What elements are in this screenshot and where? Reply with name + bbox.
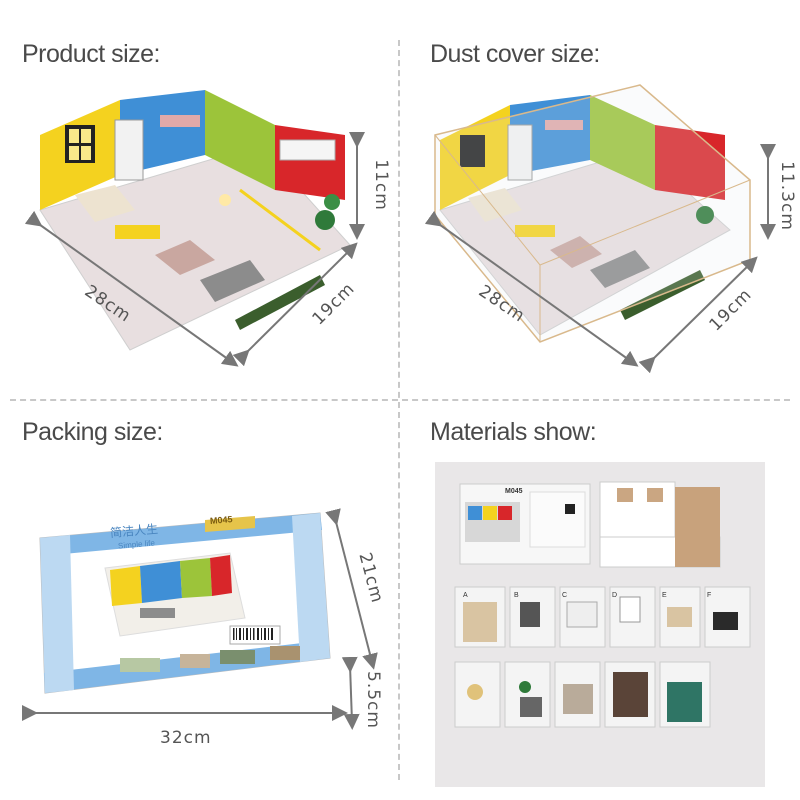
bag-label-c: C [562,592,568,599]
packing-box-image [30,508,340,698]
product-size-title: Product size: [22,40,161,68]
materials-show-title: Materials show: [430,418,597,446]
packing-length-label: 32cm [160,728,212,748]
dust-cover-size-title: Dust cover size: [430,40,600,68]
bag-label-d: D [612,592,618,599]
bag-label-a: A [463,592,468,599]
product-dimension-arrows [24,132,365,367]
dust-cover-height-label: 11.3cm [776,161,797,231]
vertical-divider [398,40,400,780]
bag-label-f: F [707,592,712,599]
dust-cover-dimension-arrows [424,144,776,374]
product-height-label: 11cm [370,159,391,211]
packing-dimension-arrows [22,508,378,730]
packing-height-label: 5.5cm [362,671,383,729]
bag-label-e: E [662,592,667,599]
materials-photo [435,462,765,787]
horizontal-divider [10,399,790,401]
bag-label-b: B [514,592,519,599]
materials-sheet-model: M045 [505,488,523,495]
packing-size-title: Packing size: [22,418,163,446]
